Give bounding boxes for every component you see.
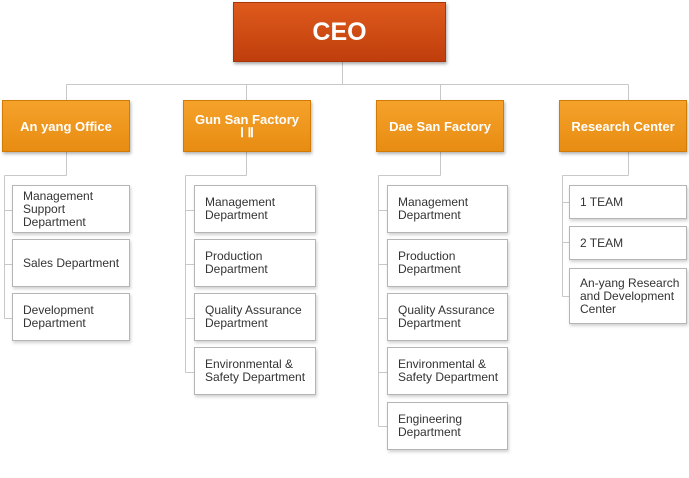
division-label: Dae San Factory <box>389 118 491 134</box>
division-label: An yang Office <box>20 118 112 134</box>
unit-environmental-safety: Environmental & Safety Department <box>194 347 316 395</box>
division-research-center: Research Center <box>559 100 687 152</box>
unit-2-team: 2 TEAM <box>569 226 687 260</box>
division-gun-san-factory: Gun San Factory Ⅰ Ⅱ <box>183 100 311 152</box>
unit-1-team: 1 TEAM <box>569 185 687 219</box>
division-dae-san-factory: Dae San Factory <box>376 100 504 152</box>
unit-management-support: Management Support Department <box>12 185 130 233</box>
unit-engineering: Engineering Department <box>387 402 508 450</box>
unit-production: Production Department <box>387 239 508 287</box>
unit-an-yang-research-development-center: An-yang Research and Development Center <box>569 268 687 324</box>
unit-quality-assurance: Quality Assurance Department <box>387 293 508 341</box>
division-label: Gun San Factory <box>194 112 300 127</box>
unit-quality-assurance: Quality Assurance Department <box>194 293 316 341</box>
division-label: Research Center <box>571 118 675 134</box>
unit-environmental-safety: Environmental & Safety Department <box>387 347 508 395</box>
division-an-yang-office: An yang Office <box>2 100 130 152</box>
unit-production: Production Department <box>194 239 316 287</box>
unit-management: Management Department <box>194 185 316 233</box>
unit-sales: Sales Department <box>12 239 130 287</box>
unit-development: Development Department <box>12 293 130 341</box>
ceo-box: CEO <box>233 2 446 62</box>
division-label-line2: Ⅰ Ⅱ <box>240 125 254 140</box>
unit-management: Management Department <box>387 185 508 233</box>
